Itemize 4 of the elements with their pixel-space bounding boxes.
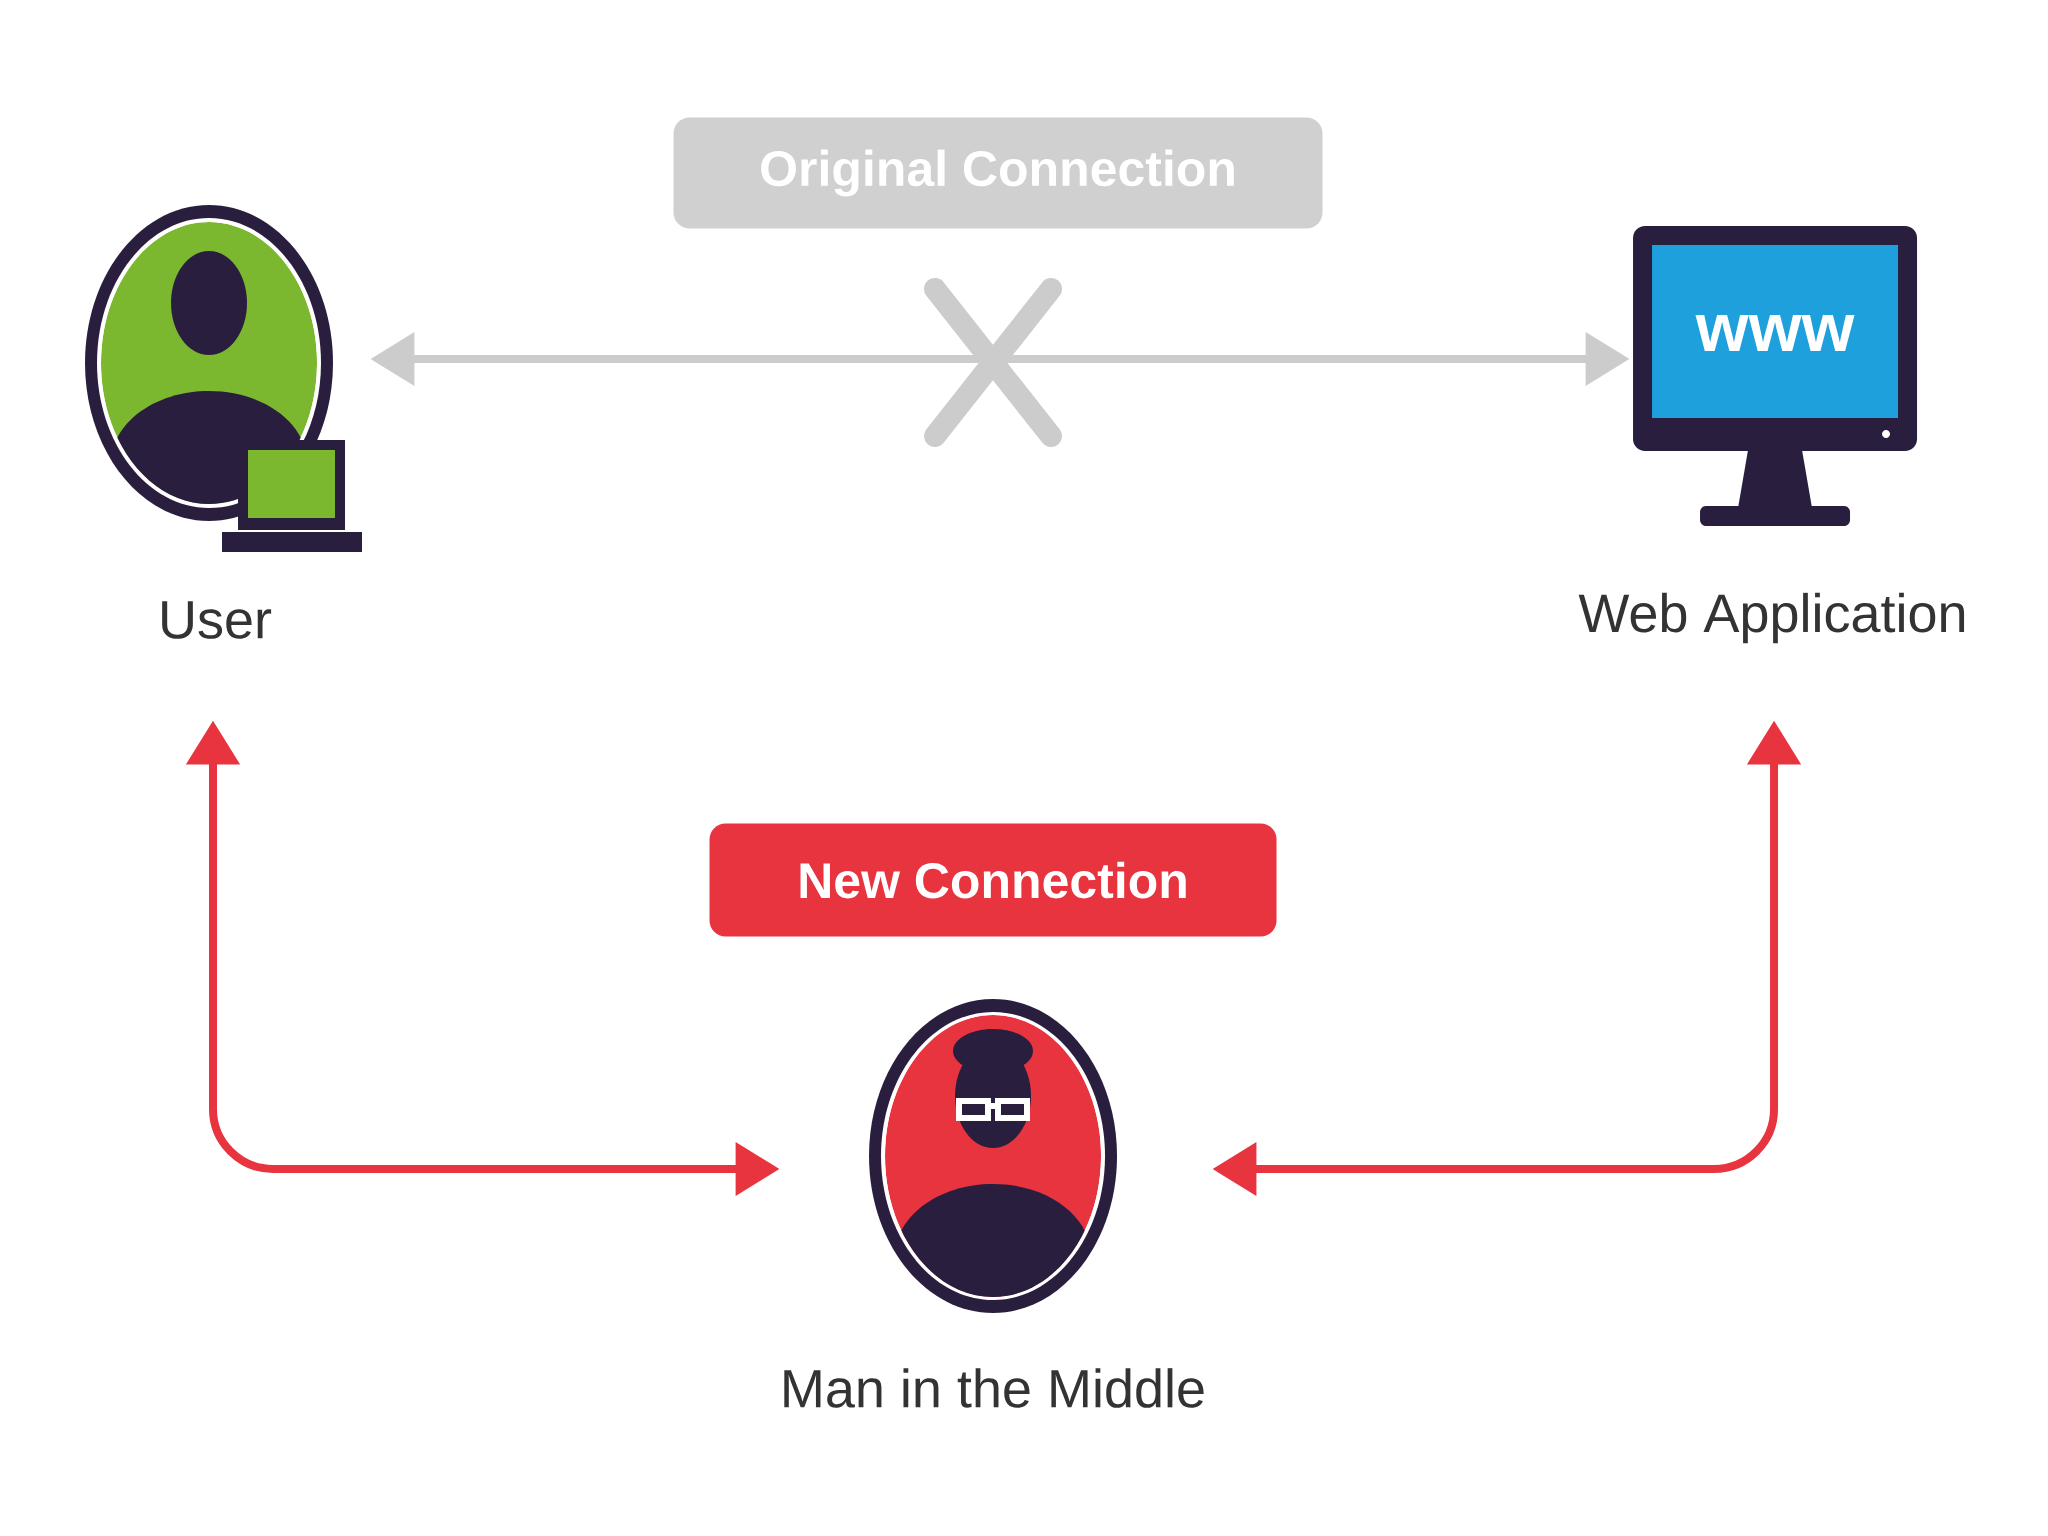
node-label: User [162,601,272,639]
node-label: Web Application [1578,592,1965,644]
tag-box: New Connection [709,823,1277,937]
node-label: Man in the Middle [784,1368,1204,1408]
